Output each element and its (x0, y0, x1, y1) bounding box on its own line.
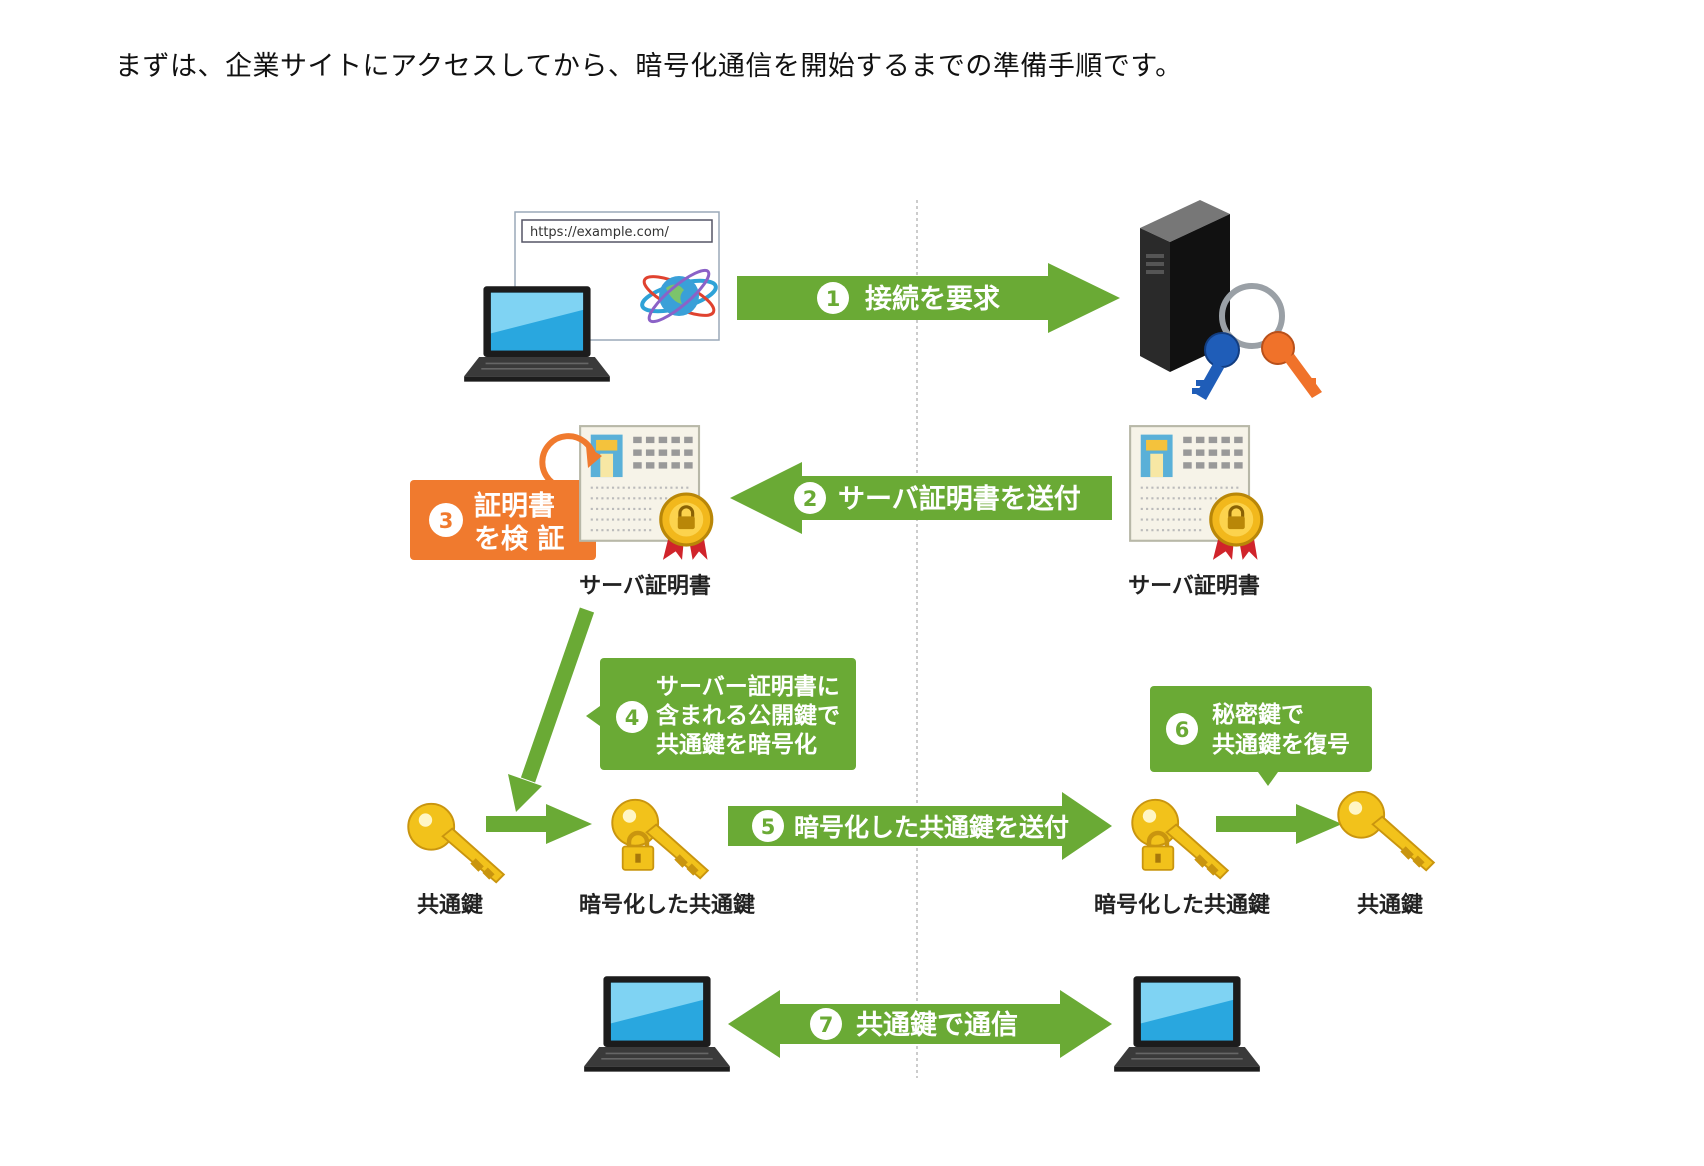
intro-text: まずは、企業サイトにアクセスしてから、暗号化通信を開始するまでの準備手順です。 (115, 51, 1183, 82)
step7-label: 共通鍵で通信 (856, 1009, 1018, 1041)
step4-line3: 共通鍵を暗号化 (656, 731, 817, 758)
label-key-client: 共通鍵 (417, 892, 483, 918)
step5-label: 暗号化した共通鍵を送付 (794, 813, 1069, 842)
globe-icon (640, 268, 718, 324)
verify-cycle-icon (539, 433, 602, 491)
step6-line1: 秘密鍵で (1212, 701, 1304, 728)
step6-callout: 6 秘密鍵で 共通鍵を復号 (1150, 686, 1372, 786)
step3-line1: 証明書 (474, 490, 555, 522)
common-key-client-icon (407, 802, 505, 884)
step4-line2: 含まれる公開鍵で (656, 702, 840, 729)
step5-number: 5 (761, 815, 776, 839)
laptop-client-icon (463, 285, 611, 383)
step1-label: 接続を要求 (865, 284, 1000, 315)
laptop-client-bottom-icon (583, 975, 731, 1073)
step6-line2: 共通鍵を復号 (1212, 731, 1350, 758)
label-key-server: 共通鍵 (1357, 892, 1423, 918)
certificate-client-icon (578, 424, 714, 562)
step7-number: 7 (819, 1013, 834, 1037)
step2-arrow: 2 サーバ証明書を送付 (730, 462, 1112, 534)
short-arrow-server (1216, 804, 1342, 844)
short-arrow-client (486, 804, 592, 844)
step3-line2: を検 証 (474, 523, 564, 555)
step4-number: 4 (625, 706, 640, 730)
step3-number: 3 (439, 509, 454, 533)
key-ring-icon (1192, 283, 1322, 400)
step2-number: 2 (803, 487, 818, 511)
step6-number: 6 (1175, 718, 1190, 742)
laptop-server-bottom-icon (1113, 975, 1261, 1073)
server-icon (1140, 200, 1230, 372)
diagonal-arrow (508, 607, 595, 812)
common-key-server-icon (1337, 790, 1435, 872)
label-enc-key-server: 暗号化した共通鍵 (1094, 892, 1270, 918)
label-enc-key-client: 暗号化した共通鍵 (579, 892, 755, 918)
step1-number: 1 (826, 287, 841, 311)
certificate-server-icon (1128, 424, 1264, 562)
browser-url: https://example.com/ (530, 225, 669, 240)
step7-arrow: 7 共通鍵で通信 (728, 990, 1112, 1058)
label-cert-server: サーバ証明書 (1128, 573, 1260, 599)
step3-badge: 3 証明書 を検 証 (410, 480, 596, 560)
step4-line1: サーバー証明書に (656, 673, 840, 700)
step2-label: サーバ証明書を送付 (838, 483, 1081, 515)
step5-arrow: 5 暗号化した共通鍵を送付 (728, 792, 1112, 860)
step1-arrow: 1 接続を要求 (737, 263, 1120, 333)
label-cert-client: サーバ証明書 (579, 573, 711, 599)
step4-callout: 4 サーバー証明書に 含まれる公開鍵で 共通鍵を暗号化 (586, 658, 856, 770)
